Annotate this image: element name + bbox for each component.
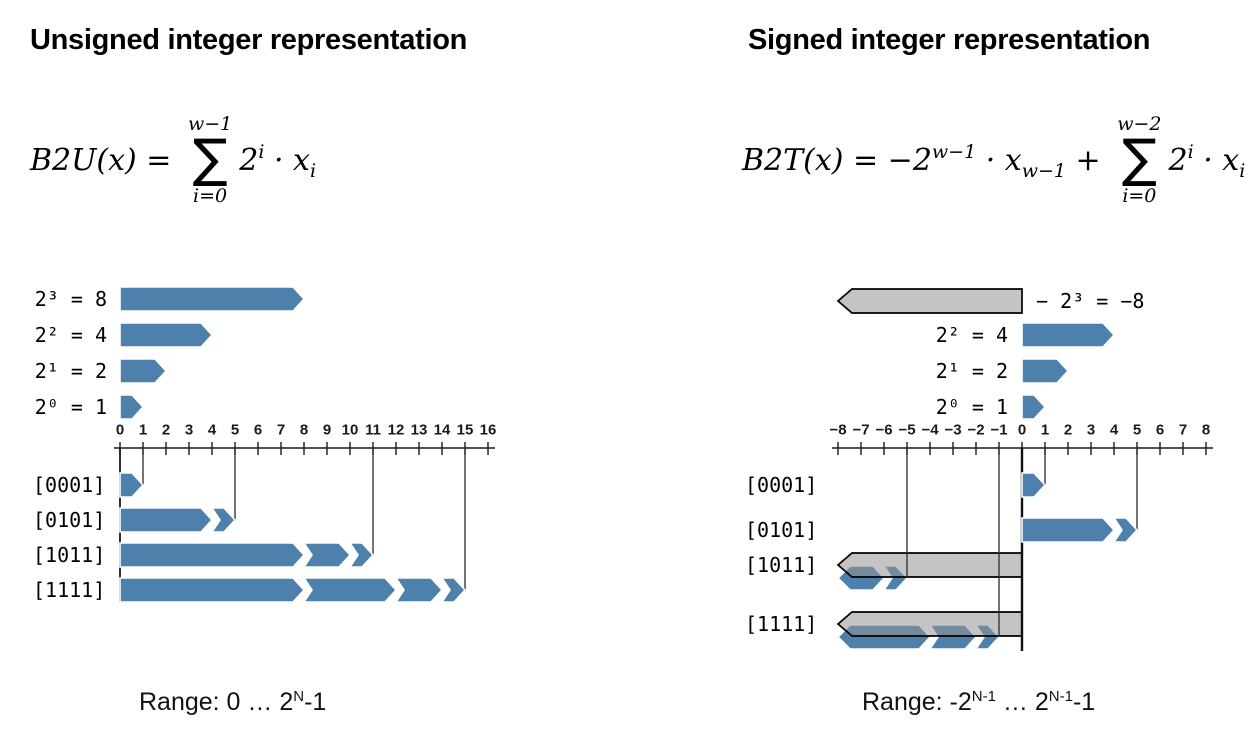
- word-bar-segment: [1021, 472, 1047, 498]
- power-bar: [119, 358, 168, 384]
- word-label: [0001]: [745, 473, 817, 497]
- power-bar-label: 2² = 4: [35, 323, 107, 347]
- signed-axis-tick-label: −2: [967, 422, 984, 439]
- unsigned-axis-tick-label: 4: [208, 422, 217, 439]
- unsigned-axis-tick-label: 14: [434, 422, 451, 439]
- signed-axis-tick-label: 2: [1064, 422, 1072, 439]
- unsigned-axis-tick-label: 2: [162, 422, 170, 439]
- word-label: [0001]: [33, 473, 105, 497]
- word-bar-segment: [119, 577, 306, 603]
- word-bar-segment: [119, 507, 214, 533]
- signed-axis-tick-label: 6: [1156, 422, 1164, 439]
- unsigned-axis-tick-label: 16: [480, 422, 497, 439]
- word-bar-segment: [394, 577, 444, 603]
- negative-word-bar: [836, 611, 1023, 637]
- unsigned-axis-tick-label: 9: [323, 422, 331, 439]
- word-label: [1111]: [745, 612, 817, 636]
- word-bar-segment: [302, 577, 398, 603]
- unsigned-axis-tick-label: 0: [116, 422, 124, 439]
- sum-lower-limit: i=0: [193, 184, 228, 207]
- word-label: [1011]: [745, 553, 817, 577]
- negative-word-bar: [836, 552, 1023, 578]
- signed-title: Signed integer representation: [748, 24, 1151, 56]
- signed-axis-tick-label: −7: [852, 422, 869, 439]
- power-bar: [119, 394, 145, 420]
- negative-power-label: − 2³ = −8: [1036, 289, 1144, 313]
- unsigned-title: Unsigned integer representation: [30, 24, 468, 56]
- signed-axis-tick-label: −4: [921, 422, 939, 439]
- sum-symbol: ∑: [1121, 129, 1157, 190]
- unsigned-axis-tick-label: 6: [254, 422, 262, 439]
- sum-symbol: ∑: [192, 129, 228, 190]
- signed-axis-tick-label: −6: [875, 422, 892, 439]
- unsigned-axis-tick-label: 5: [231, 422, 239, 439]
- unsigned-axis-tick-label: 1: [139, 422, 147, 439]
- word-label: [1111]: [33, 578, 105, 602]
- power-bar-label: 2⁰ = 1: [936, 395, 1008, 419]
- power-bar-label: 2² = 4: [936, 323, 1008, 347]
- unsigned-axis-tick-label: 10: [342, 422, 359, 439]
- unsigned-axis-tick-label: 11: [365, 422, 381, 439]
- unsigned-range: Range: 0 … 2N-1: [139, 688, 327, 716]
- unsigned-axis-tick-label: 7: [277, 422, 285, 439]
- word-label: [0101]: [745, 518, 817, 542]
- sum-stack: w−1 ∑ i=0: [188, 113, 232, 206]
- signed-axis-tick-label: 4: [1110, 422, 1119, 439]
- unsigned-axis-tick-label: 12: [388, 422, 405, 439]
- word-bar-segment: [119, 542, 306, 568]
- signed-range: Range: -2N-1 … 2N-1-1: [862, 688, 1096, 716]
- power-bar: [119, 322, 214, 348]
- sum-stack: w−2 ∑ i=0: [1117, 113, 1161, 206]
- word-bar-segment: [119, 472, 145, 498]
- word-bar-segment: [1021, 517, 1116, 543]
- formula-lhs: B2T(x) = −2w−1 · xw−1 +: [742, 140, 1111, 182]
- signed-axis-tick-label: 7: [1179, 422, 1187, 439]
- signed-axis-tick-label: −3: [944, 422, 961, 439]
- formula-term: 2i · xi: [1168, 140, 1246, 182]
- signed-axis-tick-label: 5: [1133, 422, 1141, 439]
- word-bar-segment: [210, 507, 237, 533]
- signed-formula: B2T(x) = −2w−1 · xw−1 + w−2 ∑ i=0 2i · x…: [742, 98, 1245, 222]
- signed-axis-tick-label: −5: [898, 422, 915, 439]
- power-bar-label: 2¹ = 2: [35, 359, 107, 383]
- power-bar: [1021, 322, 1116, 348]
- word-bar-segment: [348, 542, 375, 568]
- signed-axis-tick-label: −1: [990, 422, 1007, 439]
- signed-axis-tick-label: 0: [1018, 422, 1026, 439]
- formula-lhs: B2U(x) =: [30, 142, 181, 178]
- unsigned-axis-tick-label: 3: [185, 422, 193, 439]
- word-bar-segment: [1112, 517, 1139, 543]
- sum-upper-limit: w−1: [187, 113, 233, 136]
- signed-axis-tick-label: 3: [1087, 422, 1095, 439]
- unsigned-axis-tick-label: 8: [300, 422, 308, 439]
- unsigned-axis-tick-label: 15: [457, 422, 474, 439]
- power-bar-label: 2³ = 8: [35, 287, 107, 311]
- negative-power-bar: [836, 288, 1023, 314]
- power-bar-label: 2⁰ = 1: [35, 395, 107, 419]
- unsigned-axis-tick-label: 13: [411, 422, 428, 439]
- signed-axis-tick-label: 8: [1202, 422, 1210, 439]
- power-bar: [1021, 394, 1047, 420]
- word-label: [1011]: [33, 543, 105, 567]
- unsigned-formula: B2U(x) = w−1 ∑ i=0 2i · xi: [30, 98, 316, 222]
- word-bar-segment: [302, 542, 352, 568]
- word-bar-segment: [440, 577, 467, 603]
- formula-term: 2i · xi: [239, 140, 317, 182]
- signed-axis-tick-label: 1: [1041, 422, 1049, 439]
- signed-axis-tick-label: −8: [829, 422, 846, 439]
- sum-lower-limit: i=0: [1122, 184, 1157, 207]
- power-bar: [119, 286, 306, 312]
- word-label: [0101]: [33, 508, 105, 532]
- power-bar-label: 2¹ = 2: [936, 359, 1008, 383]
- power-bar: [1021, 358, 1070, 384]
- sum-upper-limit: w−2: [1117, 113, 1162, 136]
